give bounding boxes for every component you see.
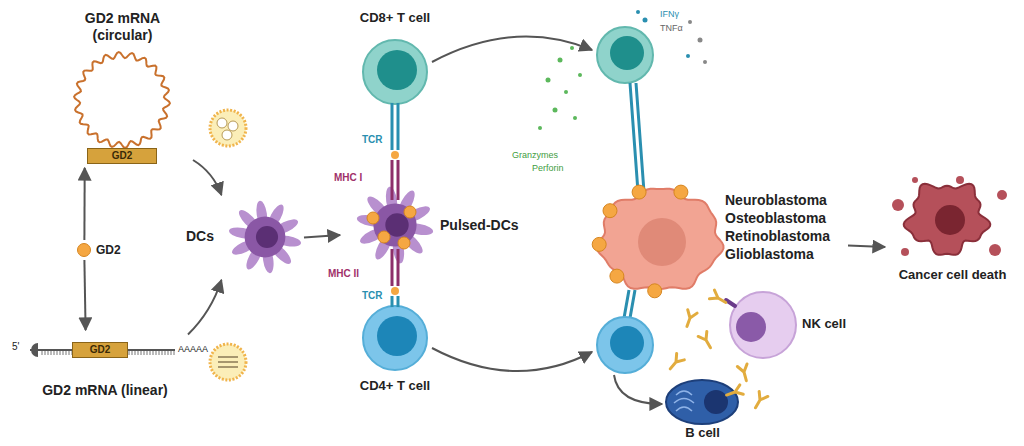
dc-nucleus [256,226,278,248]
nk-cell [726,292,796,358]
cytotoxin-label: Perforin [532,163,564,173]
cancer-cell [592,185,723,298]
cancer-nucleus [638,218,686,266]
gd2-antigen [378,231,390,243]
receptor-label: MHC I [334,172,362,183]
cell-fragment [912,177,918,183]
arrow-connector [188,280,221,335]
b-cell [666,380,738,424]
cytokines [538,10,707,130]
arrow-connector [83,168,85,240]
gd2-antigen [610,269,624,283]
cytokine-label: IFNγ [660,9,679,19]
arrow-connector [848,246,885,248]
cell-fragment [989,244,1001,256]
b-cell: B cell [660,380,748,444]
node-label: Neuroblastoma Osteoblastoma Retinoblasto… [725,191,845,263]
dendritic-cells [228,186,434,274]
gd2-antigen [632,185,646,199]
gd2-antigen [648,284,662,298]
dead-nucleus [935,205,965,235]
dc-body [245,217,286,258]
node-label: GD2 mRNA (linear) [25,382,185,399]
activated-cd8-t-cell [597,27,653,192]
gd2-antigen [367,212,379,224]
cd4-t-cell: CD4+ T cell [345,300,448,400]
cytotoxin-label: Granzymes [512,150,558,160]
cell-fragment [997,190,1007,200]
gd2-sequence-box: GD2 [87,148,157,164]
receptor-label: MHC II [328,268,359,279]
arrow-connector [84,260,85,330]
cell-fragment [956,176,964,184]
nk-cell: NK cell [725,290,850,360]
activated-cd4-t-cell [597,290,653,373]
dead-cancer-cell [892,176,1007,256]
arrow-connector [193,160,221,195]
pulsed-dendritic-cell: Pulsed-DCs [340,190,522,265]
gd2-sequence-box: GD2 [72,342,128,358]
circular-mrna: GD2 mRNA (circular) GD2 [55,8,193,168]
gd2-antigen [603,204,617,218]
node-label: Cancer cell death [885,267,1020,283]
node-label: NK cell [802,316,846,332]
receptor-label: TCR [362,290,383,301]
tcr-mhc-synapse [391,103,399,307]
cd8-t-cell: CD8+ T cell [345,8,448,108]
gd2-antigen [674,185,688,199]
dc-body [373,203,416,246]
cytokine-label: TNFα [660,23,683,33]
cd8-t-cell [363,40,427,104]
node-label: GD2 [96,242,121,258]
node-label: GD2 [88,149,156,163]
rna-ring [74,52,170,148]
liposome [210,344,246,380]
node-label: GD2 [73,343,127,357]
gd2-dot [77,243,91,257]
linear-mrna [30,343,175,357]
poly-a-tail-label: AAAAA [178,344,208,354]
linear-mrna: GD2 mRNA (linear) GD2 [25,330,188,420]
dendritic-cell: DCs [186,195,304,280]
cd4-t-cell [363,306,427,370]
dead-cancer-cell: Cancer cell death [885,175,1023,295]
cancer-membrane [597,189,724,289]
gd2-antigen [398,237,410,249]
arrow-connector [304,235,340,238]
receptor-label: TCR [362,134,383,145]
node-label: CD4+ T cell [345,378,445,394]
node-label: Pulsed-DCs [440,217,519,234]
node-label: B cell [660,425,745,441]
cancer-cell: Neuroblastoma Osteoblastoma Retinoblasto… [590,185,848,295]
node-label: GD2 mRNA (circular) [55,10,190,44]
gd2-antigen [404,206,416,218]
liposome [210,110,246,146]
gd2-antigen [592,237,606,251]
circular-mrna [74,52,170,148]
dead-cell-body [904,184,991,255]
node-label: CD8+ T cell [345,10,445,26]
node-label: DCs [186,228,214,245]
antibodies [666,290,767,410]
cell-fragment [892,199,904,211]
gd2-antigen: GD2 [74,240,126,260]
five-prime-cap-label: 5' [12,341,19,352]
cell-fragment [901,248,909,256]
